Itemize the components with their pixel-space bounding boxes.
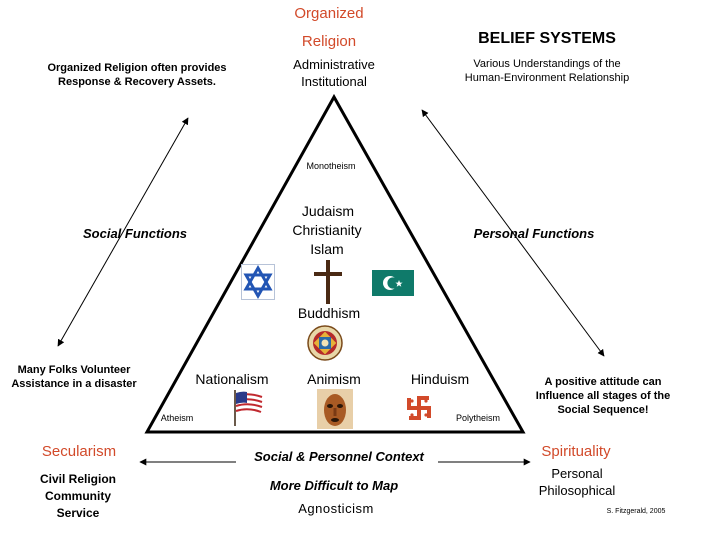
social-functions-label: Social Functions [82, 226, 188, 241]
personal-label: Personal [551, 466, 603, 481]
agnosticism-label: Agnosticism [298, 501, 374, 516]
subtitle-line2: Human-Environment Relationship [464, 72, 630, 84]
personal-functions-label: Personal Functions [473, 226, 595, 241]
spirituality-label: Spirituality [541, 443, 611, 460]
institutional-label: Institutional [301, 74, 367, 89]
organized-label: Organized [294, 5, 364, 22]
positive-line3: Social Sequence! [557, 404, 649, 416]
personal-functions-arrow [421, 109, 605, 357]
credit-label: S. Fitzgerald, 2005 [606, 508, 666, 515]
volunteer-line1: Many Folks Volunteer [17, 364, 131, 376]
civil-line2: Community [45, 489, 111, 503]
star-of-david-icon [241, 264, 275, 300]
civil-line3: Service [56, 506, 100, 520]
dharma-wheel-icon [305, 324, 345, 362]
tribal-mask-icon [317, 389, 353, 429]
monotheism-label: Monotheism [306, 161, 356, 171]
cross-icon [314, 260, 342, 304]
positive-line2: Influence all stages of the [535, 390, 671, 402]
volunteer-line2: Assistance in a disaster [11, 378, 137, 390]
hinduism-label: Hinduism [410, 371, 470, 387]
swastika-icon [407, 396, 431, 420]
page-title: BELIEF SYSTEMS [478, 30, 616, 47]
organized-note-line1: Organized Religion often provides [47, 62, 227, 74]
crescent-star-icon [372, 270, 414, 296]
administrative-label: Administrative [293, 57, 375, 72]
more-difficult-label: More Difficult to Map [269, 478, 399, 493]
philosophical-label: Philosophical [538, 483, 616, 498]
subtitle-line1: Various Understandings of the [473, 58, 621, 70]
organized-note-line2: Response & Recovery Assets. [58, 76, 216, 88]
christianity-label: Christianity [292, 222, 362, 238]
social-functions-arrow [57, 117, 189, 347]
polytheism-label: Polytheism [455, 413, 501, 423]
islam-label: Islam [310, 241, 344, 257]
secularism-label: Secularism [41, 443, 117, 460]
nationalism-label: Nationalism [195, 371, 269, 387]
atheism-label: Atheism [160, 413, 194, 423]
american-flag-icon [234, 390, 263, 426]
positive-line1: A positive attitude can [544, 376, 662, 388]
judaism-label: Judaism [301, 203, 355, 219]
buddhism-label: Buddhism [297, 305, 361, 321]
social-context-label: Social & Personnel Context [254, 449, 424, 464]
religion-label: Religion [301, 33, 357, 50]
civil-line1: Civil Religion [39, 472, 117, 486]
animism-label: Animism [307, 371, 361, 387]
